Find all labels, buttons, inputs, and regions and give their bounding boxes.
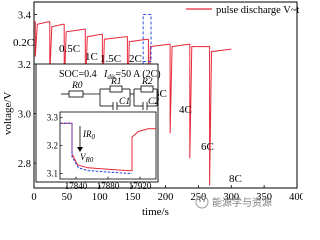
highlight-box [142,13,152,62]
circuit-label-c1: C1 [119,97,130,107]
annotation-8c: 8C [229,173,242,185]
x-tick-label: 150 [125,192,141,203]
x-tick-label: 100 [92,192,108,203]
circuit-label-r0: R0 [71,81,83,91]
inset-model-line [60,122,132,174]
annotation-0-2c: 0.2C [13,37,34,49]
watermark-text: 能源学与资源 [212,196,272,209]
circuit-label-c2: C2 [148,97,159,107]
x-tick-label: 400 [289,192,303,203]
annotation-2c: 2C [129,53,142,65]
y-tick-label: 3.0 [18,110,31,121]
inset-series [60,122,156,174]
x-tick-label: 200 [158,192,174,203]
y-tick-label: 3.4 [18,10,32,21]
annotation-1-5c: 1.5C [100,53,121,65]
inset-frame [35,63,159,183]
inset-axes: 17840 17880 17920 3.3 3.2 3.1 [47,113,152,191]
inset-soc-label: SOC=0.4 [59,69,97,80]
x-tick-label: 300 [223,192,239,203]
inset-current-label: Idis=50 A (2C) [103,69,161,81]
inset-x-tick-label: 17880 [97,181,120,191]
annotation-1c: 1C [85,51,98,63]
y-tick-label: 3.2 [18,60,31,71]
series-line-pulse-discharge [34,21,232,186]
x-axis-title: time/s [142,206,169,218]
inset-x-tick-label: 17840 [65,181,88,191]
inset-y-tick-label: 3.2 [47,141,58,151]
annotation-6c: 6C [201,141,214,153]
x-tick-label: 0 [31,192,36,203]
x-tick-label: 50 [62,192,73,203]
legend-label: pulse discharge V~t [216,5,300,16]
inset-y-tick-label: 3.1 [47,168,58,178]
circuit-label-r1: R1 [110,77,122,87]
watermark: 能源学与资源 [195,195,272,209]
main-series [34,21,232,186]
ir0-arrow-head [77,147,83,152]
annotation-4c: 4C [179,104,192,116]
inset-x-tick-label: 17920 [129,181,152,191]
y-axis-title: voltage/V [2,92,14,135]
annotation-0-5c: 0.5C [59,43,80,55]
equivalent-circuit [61,85,158,110]
y-tick-label: 2.8 [18,159,31,170]
x-tick-label: 350 [256,192,272,203]
inset-y-tick-label: 3.3 [47,113,59,123]
circuit-label-r2: R2 [141,77,153,87]
inset: SOC=0.4 Idis=50 A (2C) [35,63,161,191]
